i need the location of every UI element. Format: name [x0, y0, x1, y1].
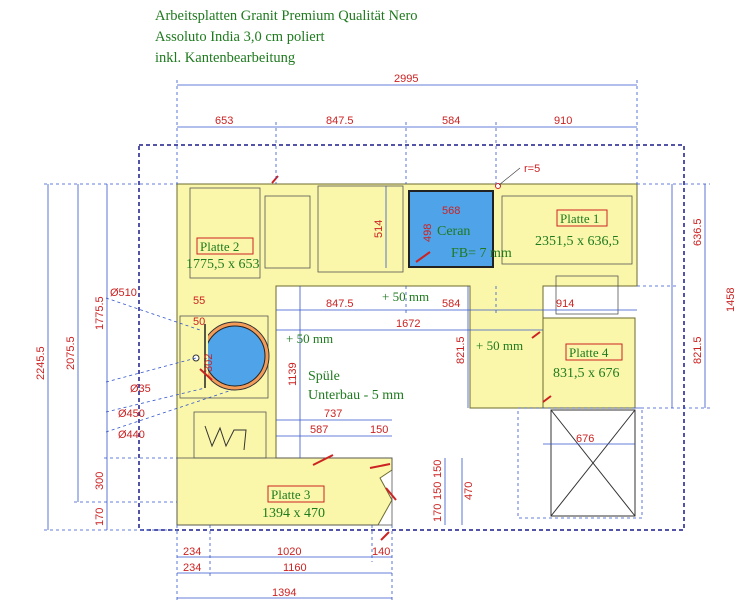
dim-mid-1672: 1672 — [396, 318, 420, 330]
plus50-label-right: + 50 mm — [476, 338, 523, 353]
header-line-edges: inkl. Kantenbearbeitung — [155, 50, 296, 66]
dim-bottom-234-a: 234 — [183, 546, 201, 558]
plate1-label-box — [556, 209, 608, 227]
dim-302: 302 — [203, 354, 215, 372]
dim-mid-847: 847.5 — [326, 298, 354, 310]
dim-bottom-140: 140 — [372, 546, 390, 558]
plate2-label-box — [196, 237, 254, 255]
countertop-shape — [176, 183, 638, 526]
dishwasher-sketch — [204, 425, 247, 451]
joint-mark-5 — [312, 454, 334, 466]
dim-2075: 2075.5 — [65, 336, 77, 370]
hob-radius-leader — [498, 167, 521, 186]
dim-1458: 1458 — [725, 288, 737, 312]
spuele-label: Spüle — [308, 369, 340, 384]
dim-top-total: 2995 — [394, 73, 418, 85]
dim-50: 50 — [193, 316, 205, 328]
joint-mark-6 — [369, 463, 391, 469]
joint-mark-7 — [380, 531, 390, 541]
plate2-name: Platte 2 — [200, 239, 239, 254]
plus50-label-top: + 50 mm — [382, 289, 429, 304]
dim-top-847: 847.5 — [326, 115, 354, 127]
dim-676: 676 — [576, 433, 594, 445]
dim-55: 55 — [193, 295, 205, 307]
joint-mark-4 — [542, 395, 552, 403]
plate3-name: Platte 3 — [271, 487, 310, 502]
dim-bottom-1160: 1160 — [283, 562, 307, 574]
dim-170-right: 170 — [432, 504, 444, 522]
dim-bottom-1020: 1020 — [277, 546, 301, 558]
cabinet-left-small — [264, 195, 311, 269]
plate4-name: Platte 4 — [569, 345, 609, 360]
dim-top-910: 910 — [554, 115, 572, 127]
ceran-hob — [408, 190, 494, 268]
dim-170-left: 170 — [94, 508, 106, 526]
radius-label: r=5 — [524, 163, 540, 175]
dim-587: 587 — [310, 424, 328, 436]
plate1-size: 2351,5 x 636,5 — [535, 234, 619, 249]
dim-636: 636.5 — [692, 218, 704, 246]
joint-mark-3 — [531, 331, 541, 339]
plate1-name: Platte 1 — [560, 211, 599, 226]
dim-2245: 2245.5 — [35, 346, 47, 380]
joint-mark-2 — [415, 251, 431, 263]
dim-150-top: 150 — [370, 424, 388, 436]
plate4-label-box — [565, 343, 623, 361]
dim-1139: 1139 — [287, 362, 299, 386]
plus50-label-left: + 50 mm — [286, 331, 333, 346]
joint-mark-1 — [271, 175, 279, 184]
dim-821-inner: 821.5 — [455, 336, 467, 364]
dim-737: 737 — [324, 408, 342, 420]
unterbau-label: Unterbau - 5 mm — [308, 388, 404, 403]
header-line-material: Arbeitsplatten Granit Premium Qualität N… — [155, 8, 418, 24]
dim-821-right: 821.5 — [692, 336, 704, 364]
cabinet-right-top — [501, 195, 633, 265]
dim-mid-584: 584 — [442, 298, 460, 310]
cabinet-center — [317, 185, 404, 273]
dim-d450: Ø450 — [118, 408, 145, 420]
right-dashed-block — [517, 407, 643, 519]
dim-mid-914: 914 — [556, 298, 574, 310]
tall-cabinet-cross-b — [550, 409, 636, 517]
dim-cabinet-514: 514 — [373, 220, 385, 238]
dim-470: 470 — [463, 482, 475, 500]
dim-d35: Ø35 — [130, 383, 151, 395]
plate4-area — [542, 317, 636, 409]
dim-ceran-568: 568 — [442, 205, 460, 217]
dim-top-653: 653 — [215, 115, 233, 127]
tall-cabinet-crossed — [550, 409, 636, 517]
dim-top-584: 584 — [442, 115, 460, 127]
ceran-label: Ceran — [437, 224, 470, 239]
tap-hole — [192, 354, 200, 362]
dim-150-a: 150 — [432, 460, 444, 478]
dim-1775: 1775.5 — [94, 296, 106, 330]
dim-bottom-234-b: 234 — [183, 562, 201, 574]
dim-bottom-1394: 1394 — [272, 587, 296, 599]
cabinet-left-top — [189, 187, 261, 279]
dim-d510: Ø510 — [110, 287, 137, 299]
plate3-size: 1394 x 470 — [262, 506, 325, 521]
dim-ceran-498: 498 — [422, 224, 434, 242]
leader-450 — [105, 387, 206, 413]
dim-d440: Ø440 — [118, 429, 145, 441]
fb-label: FB= 7 mm — [451, 246, 512, 261]
dim-300: 300 — [94, 472, 106, 490]
dim-150-b: 150 — [432, 482, 444, 500]
plate2-size: 1775,5 x 653 — [186, 257, 260, 272]
cabinet-right-small — [555, 275, 619, 315]
plate4-size: 831,5 x 676 — [553, 366, 620, 381]
header-line-finish: Assoluto India 3,0 cm poliert — [155, 29, 325, 45]
joint-mark-9 — [199, 368, 213, 381]
leader-510 — [105, 297, 201, 331]
joint-mark-8 — [385, 487, 397, 501]
leader-440 — [105, 389, 233, 433]
room-outline — [138, 144, 685, 531]
plate3-lower-box — [176, 457, 393, 526]
header-notes: Arbeitsplatten Granit Premium Qualität N… — [155, 6, 555, 69]
plate3-label-box — [267, 485, 325, 503]
